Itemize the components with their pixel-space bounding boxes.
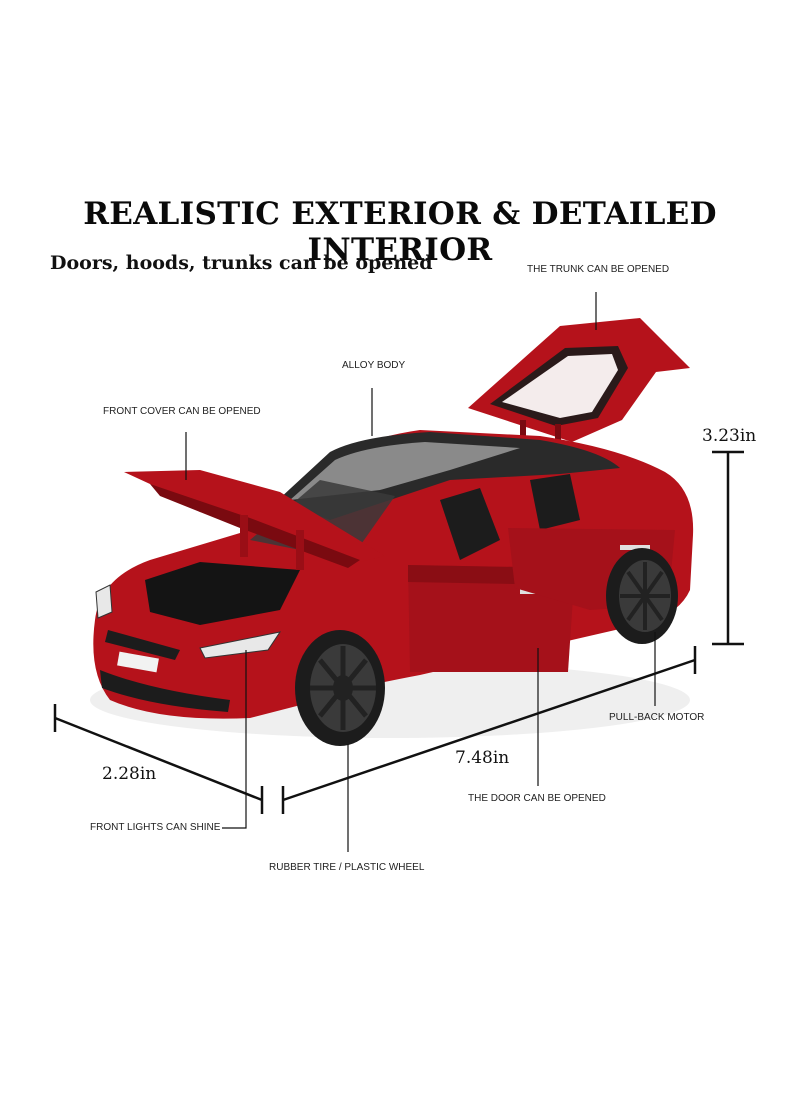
open-front-hood	[124, 470, 385, 570]
headline: REALISTIC EXTERIOR & DETAILED INTERIOR	[83, 196, 717, 268]
dimension-width-label: 2.28in	[102, 764, 157, 784]
callout-tire-wheel: RUBBER TIRE / PLASTIC WHEEL	[269, 862, 425, 873]
dimension-length-label: 7.48in	[455, 748, 510, 768]
callout-pull-back-motor: PULL-BACK MOTOR	[609, 712, 705, 723]
callout-front-lights: FRONT LIGHTS CAN SHINE	[90, 822, 221, 833]
callout-trunk: THE TRUNK CAN BE OPENED	[527, 264, 670, 275]
dimension-lines	[53, 450, 744, 814]
callout-door: THE DOOR CAN BE OPENED	[468, 793, 606, 804]
dimension-height-label: 3.23in	[702, 426, 757, 446]
callout-front-cover: FRONT COVER CAN BE OPENED	[103, 406, 261, 417]
rear-wheel	[606, 548, 678, 644]
leader-lines	[185, 292, 656, 852]
open-trunk-lid	[468, 318, 690, 448]
subheadline: Doors, hoods, trunks can be opened	[50, 252, 433, 274]
front-wheel	[295, 630, 385, 746]
callout-alloy-body: ALLOY BODY	[342, 360, 406, 371]
